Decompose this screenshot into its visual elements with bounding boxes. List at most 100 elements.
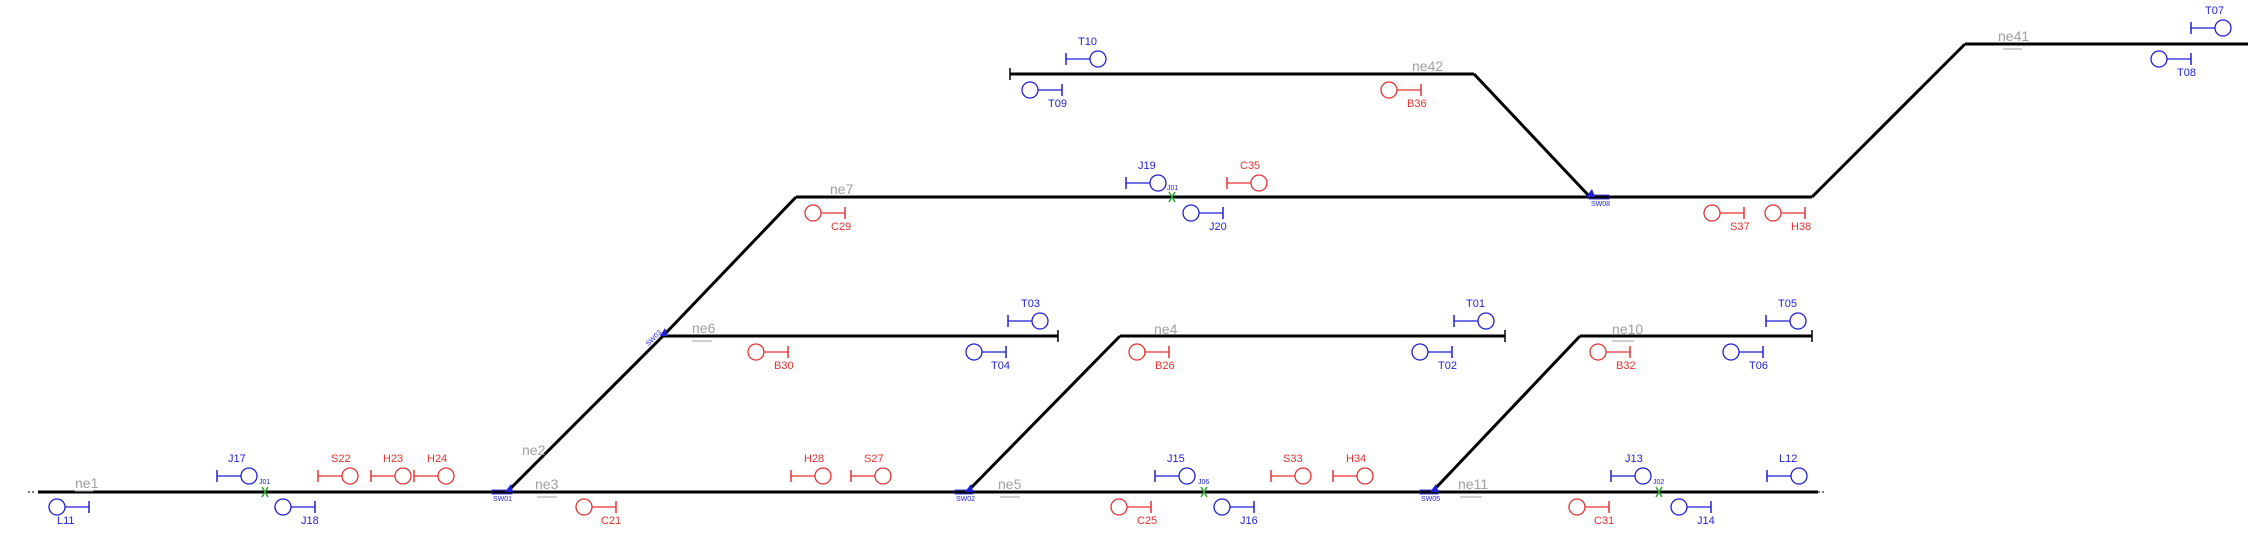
signal-j18[interactable]: J18 [274, 498, 319, 527]
signal-lamp-icon [814, 467, 832, 485]
track-ne10-diagonal [1430, 334, 1582, 494]
switch-sw05[interactable]: SW05 [1419, 484, 1440, 503]
signal-lamp-icon [575, 498, 593, 516]
signal-c29[interactable]: C29 [804, 204, 851, 233]
signal-h34[interactable]: H34 [1332, 453, 1374, 485]
track-ne41-diagonal [1810, 42, 1967, 199]
signal-j13[interactable]: J13 [1610, 453, 1652, 485]
signal-label: J16 [1240, 515, 1258, 527]
signal-lamp-icon [1178, 467, 1196, 485]
signal-label: J19 [1138, 160, 1156, 172]
signal-lamp-icon [1031, 312, 1049, 330]
signal-label: J17 [228, 453, 246, 465]
signal-t01[interactable]: T01 [1453, 298, 1495, 330]
switch-sw02[interactable]: SW02 [954, 484, 975, 503]
signal-s27[interactable]: S27 [850, 453, 892, 485]
segment-labels: ne1 ne2 ne3 ne5 ne11 ne6 ne4 ne10 ne7 ne… [75, 28, 2029, 498]
signal-lamp-icon [1670, 498, 1688, 516]
signal-s33[interactable]: S33 [1270, 453, 1312, 485]
signal-b26[interactable]: B26 [1128, 343, 1175, 372]
signal-lamp-icon [1128, 343, 1146, 361]
signal-label: C29 [831, 221, 851, 233]
signal-t08[interactable]: T08 [2150, 50, 2196, 79]
signal-t02[interactable]: T02 [1411, 343, 1457, 372]
signal-j20[interactable]: J20 [1182, 204, 1227, 233]
signal-c35[interactable]: C35 [1226, 160, 1268, 192]
signal-s37[interactable]: S37 [1703, 204, 1750, 233]
signal-label: T05 [1778, 298, 1797, 310]
signal-lamp-icon [1213, 498, 1231, 516]
switch-sw03[interactable]: SW03 [645, 328, 668, 348]
switch-sw01-box [491, 489, 513, 495]
signal-lamp-icon [1182, 204, 1200, 222]
signal-h23[interactable]: H23 [370, 453, 412, 485]
switch-sw08[interactable]: SW08 [1586, 189, 1610, 208]
signal-j16[interactable]: J16 [1213, 498, 1258, 527]
signal-c31[interactable]: C31 [1568, 498, 1614, 527]
signal-t03[interactable]: T03 [1007, 298, 1049, 330]
segment-label-ne1: ne1 [75, 475, 99, 491]
signal-lamp-icon [48, 498, 66, 516]
signal-lamp-icon [1089, 50, 1107, 68]
switch-sw02-box [954, 489, 974, 495]
signal-t07[interactable]: T07 [2190, 5, 2232, 37]
signal-t04[interactable]: T04 [965, 343, 1010, 372]
signal-b36[interactable]: B36 [1380, 81, 1427, 110]
signal-c21[interactable]: C21 [575, 498, 621, 527]
switch-sw05-label: SW05 [1421, 496, 1440, 503]
signal-label: J14 [1697, 515, 1715, 527]
signal-label: T10 [1078, 36, 1097, 48]
signal-b30[interactable]: B30 [747, 343, 794, 372]
signal-j14[interactable]: J14 [1670, 498, 1715, 527]
signal-label: T02 [1438, 360, 1457, 372]
signal-label: T09 [1048, 98, 1067, 110]
signal-label: J15 [1167, 453, 1185, 465]
switches: SW01 SW02 SW03 SW05 SW08 [491, 189, 1610, 503]
signal-lamp-icon [1789, 312, 1807, 330]
signal-h38[interactable]: H38 [1764, 204, 1811, 233]
signal-j17[interactable]: J17 [216, 453, 258, 485]
joint-j01-main-label: J01 [259, 479, 270, 486]
signal-label: L12 [1779, 453, 1797, 465]
signal-label: T06 [1749, 360, 1768, 372]
signal-t09[interactable]: T09 [1021, 81, 1067, 110]
signal-label: C21 [601, 515, 621, 527]
signal-l11[interactable]: L11 [48, 498, 90, 527]
signal-c25[interactable]: C25 [1110, 498, 1157, 527]
signal-label: J18 [301, 515, 319, 527]
signal-lamp-icon [1149, 174, 1167, 192]
signal-label: S27 [864, 453, 884, 465]
signal-b32[interactable]: B32 [1589, 343, 1636, 372]
switch-sw01[interactable]: SW01 [491, 484, 513, 503]
signal-label: B26 [1155, 360, 1175, 372]
signal-lamp-icon [1411, 343, 1429, 361]
signal-j19[interactable]: J19 [1125, 160, 1167, 192]
signal-lamp-icon [1568, 498, 1586, 516]
switch-sw08-box [1588, 194, 1610, 200]
segment-label-ne7: ne7 [830, 181, 854, 197]
signal-lamp-icon [1356, 467, 1374, 485]
signal-h24[interactable]: H24 [413, 453, 455, 485]
signal-lamp-icon [2214, 19, 2232, 37]
signal-lamp-icon [1764, 204, 1782, 222]
joint-j06: J06 [1198, 479, 1209, 498]
joint-j06-label: J06 [1198, 479, 1209, 486]
signal-label: H34 [1346, 453, 1366, 465]
signal-t05[interactable]: T05 [1765, 298, 1807, 330]
segment-label-ne3: ne3 [535, 476, 559, 492]
segment-label-ne2: ne2 [522, 442, 546, 458]
signal-l12[interactable]: L12 [1766, 453, 1808, 485]
signal-t10[interactable]: T10 [1065, 36, 1107, 68]
signal-lamp-icon [874, 467, 892, 485]
signal-label: T08 [2177, 67, 2196, 79]
signal-s22[interactable]: S22 [317, 453, 359, 485]
signal-h28[interactable]: H28 [790, 453, 832, 485]
switch-sw02-label: SW02 [956, 496, 975, 503]
signal-lamp-icon [1790, 467, 1808, 485]
signal-t06[interactable]: T06 [1722, 343, 1768, 372]
segment-label-ne41: ne41 [1998, 28, 2029, 44]
signal-lamp-icon [1110, 498, 1128, 516]
signal-lamp-icon [965, 343, 983, 361]
signal-j15[interactable]: J15 [1154, 453, 1196, 485]
